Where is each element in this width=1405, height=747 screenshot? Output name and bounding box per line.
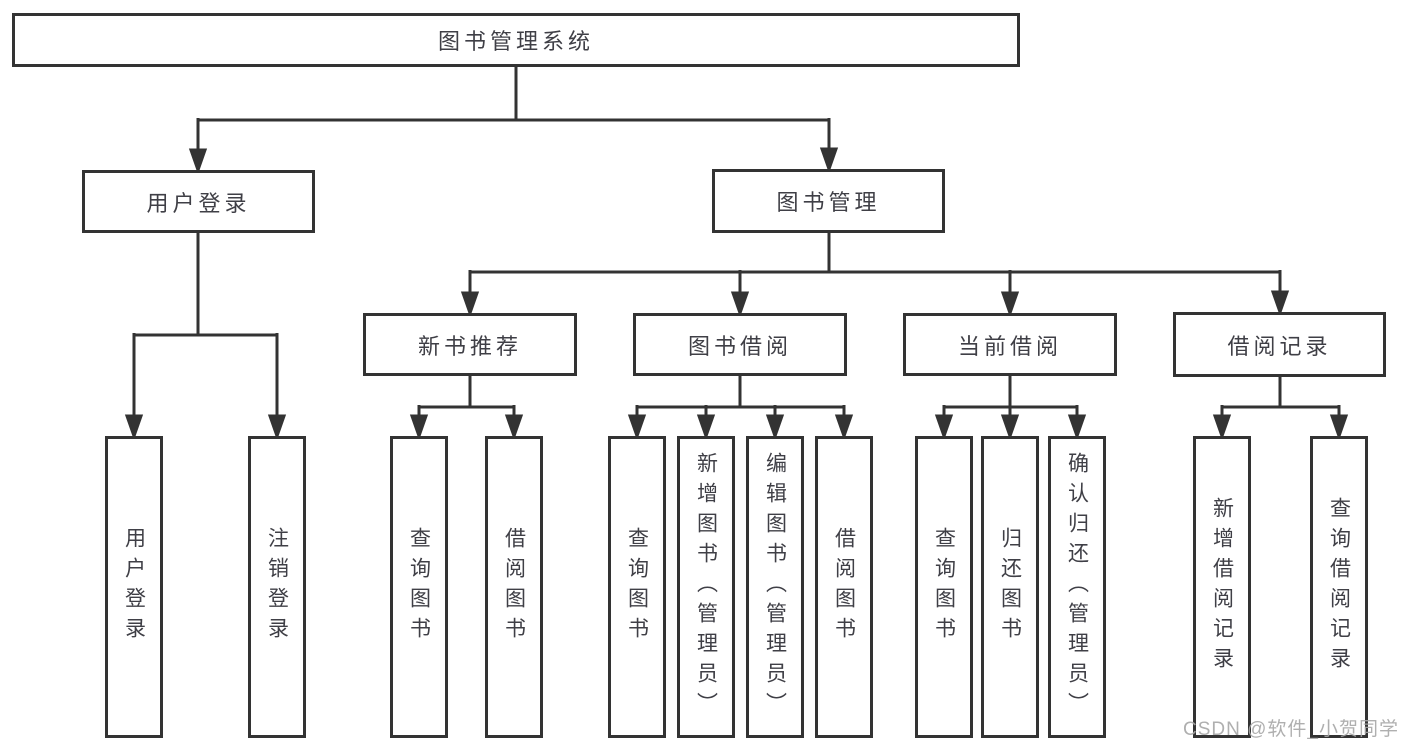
- node-current-borrowing-label: 当前借阅: [957, 333, 1062, 359]
- arrow-down-icon: [504, 405, 524, 441]
- arrow-down-icon: [1270, 270, 1290, 317]
- node-logout-label: 注销登录: [265, 527, 289, 647]
- arrow-down-icon: [934, 405, 954, 441]
- node-cb-query-books: 查询图书: [915, 436, 973, 738]
- node-nbr-borrow-books-label: 借阅图书: [502, 527, 526, 647]
- node-bb-add-books-label: 新增图书（管理员）: [694, 452, 718, 722]
- node-bb-borrow-books: 借阅图书: [815, 436, 873, 738]
- arrow-down-icon: [409, 405, 429, 441]
- node-root-label: 图书管理系统: [437, 29, 594, 54]
- node-nbr-query-books-label: 查询图书: [407, 527, 431, 647]
- node-nbr-borrow-books: 借阅图书: [485, 436, 543, 738]
- arrow-down-icon: [1000, 270, 1020, 318]
- node-cb-confirm-return: 确认归还（管理员）: [1048, 436, 1106, 738]
- node-br-query-record: 查询借阅记录: [1310, 436, 1368, 738]
- node-bb-query-books: 查询图书: [608, 436, 666, 738]
- arrow-down-icon: [730, 270, 750, 318]
- node-bb-query-books-label: 查询图书: [625, 527, 649, 647]
- connector-line: [469, 233, 1281, 274]
- node-cb-query-books-label: 查询图书: [932, 527, 956, 647]
- arrow-down-icon: [267, 333, 287, 441]
- node-book-borrowing-label: 图书借阅: [687, 333, 792, 359]
- node-br-add-record-label: 新增借阅记录: [1210, 497, 1234, 677]
- connector-line: [418, 376, 515, 409]
- node-bb-edit-books: 编辑图书（管理员）: [746, 436, 804, 738]
- connector-line: [133, 233, 278, 337]
- node-book-borrowing: 图书借阅: [633, 313, 847, 376]
- arrow-down-icon: [765, 405, 785, 441]
- node-login-label: 用户登录: [122, 527, 146, 647]
- node-login: 用户登录: [105, 436, 163, 738]
- node-cb-return-books-label: 归还图书: [998, 527, 1022, 647]
- node-bb-borrow-books-label: 借阅图书: [832, 527, 856, 647]
- arrow-down-icon: [1329, 405, 1349, 441]
- arrow-down-icon: [460, 270, 480, 318]
- arrow-down-icon: [1067, 405, 1087, 441]
- node-logout: 注销登录: [248, 436, 306, 738]
- node-borrowing-records-label: 借阅记录: [1227, 333, 1332, 359]
- arrow-down-icon: [819, 118, 839, 174]
- node-bb-edit-books-label: 编辑图书（管理员）: [763, 452, 787, 722]
- node-cb-confirm-return-label: 确认归还（管理员）: [1065, 452, 1089, 722]
- node-br-query-record-label: 查询借阅记录: [1327, 497, 1351, 677]
- node-user-login-label: 用户登录: [146, 190, 251, 216]
- arrow-down-icon: [124, 333, 144, 441]
- node-cb-return-books: 归还图书: [981, 436, 1039, 738]
- arrow-down-icon: [696, 405, 716, 441]
- node-root: 图书管理系统: [12, 13, 1020, 67]
- arrow-down-icon: [188, 118, 208, 175]
- connector-line: [943, 376, 1078, 409]
- connector-line: [197, 64, 830, 122]
- node-br-add-record: 新增借阅记录: [1193, 436, 1251, 738]
- arrow-down-icon: [834, 405, 854, 441]
- node-bb-add-books: 新增图书（管理员）: [677, 436, 735, 738]
- node-new-book-recommend-label: 新书推荐: [417, 333, 522, 359]
- node-current-borrowing: 当前借阅: [903, 313, 1117, 376]
- arrow-down-icon: [627, 405, 647, 441]
- node-new-book-recommend: 新书推荐: [363, 313, 577, 376]
- connector-line: [1221, 377, 1340, 409]
- arrow-down-icon: [1000, 405, 1020, 441]
- arrow-down-icon: [1212, 405, 1232, 441]
- node-borrowing-records: 借阅记录: [1173, 312, 1386, 377]
- node-book-management: 图书管理: [712, 169, 945, 233]
- csdn-watermark: CSDN @软件_小贺同学: [1183, 719, 1399, 740]
- connector-line: [636, 376, 845, 409]
- node-user-login: 用户登录: [82, 170, 315, 233]
- node-nbr-query-books: 查询图书: [390, 436, 448, 738]
- node-book-management-label: 图书管理: [776, 190, 881, 215]
